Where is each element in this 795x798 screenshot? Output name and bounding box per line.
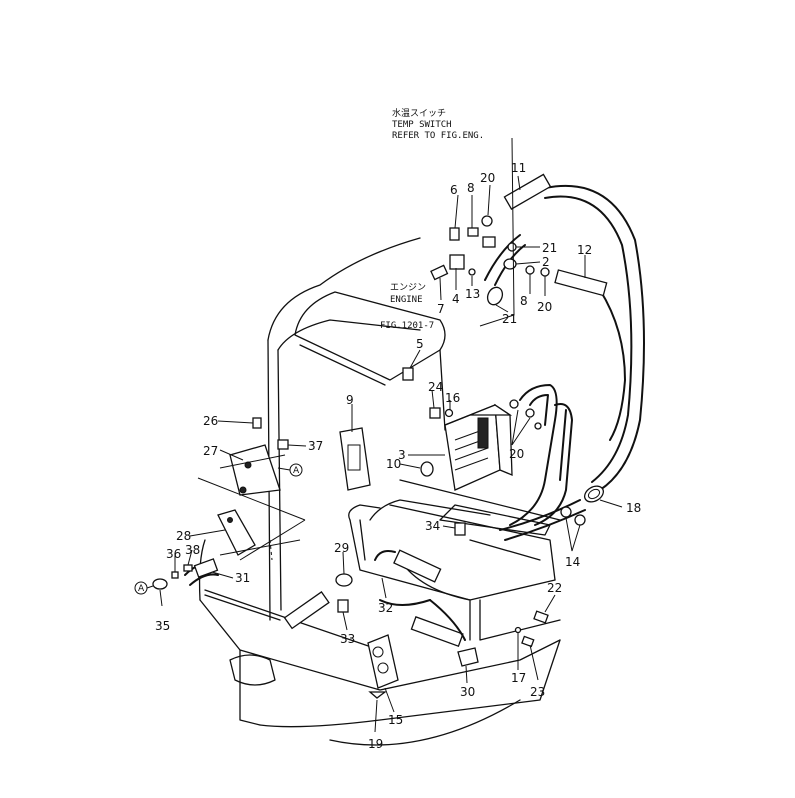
ref-mark-a-right: A xyxy=(289,463,303,477)
part-number: 22 xyxy=(547,581,562,595)
part-number: 3 xyxy=(398,448,406,462)
reference-lines xyxy=(197,454,306,561)
part-number: 34 xyxy=(425,519,440,533)
part-number: 24 xyxy=(428,380,443,394)
hose-12 xyxy=(554,269,608,297)
part-number: 28 xyxy=(176,529,191,543)
part-number: 35 xyxy=(155,619,170,633)
part-number: 21 xyxy=(542,241,557,255)
part-number: 2 xyxy=(542,255,550,269)
part-number: 19 xyxy=(368,737,383,751)
part-number: 17 xyxy=(511,671,526,685)
part-number: 11 xyxy=(511,161,526,175)
engine-en-note: ENGINE xyxy=(390,295,423,305)
heater-unit-3 xyxy=(444,403,513,491)
part-number: 37 xyxy=(308,439,323,453)
fig-ref-note: FIG.1201-7 xyxy=(380,321,434,331)
part-number: 9 xyxy=(346,393,354,407)
ref-mark-a-left: A xyxy=(134,581,148,595)
part-number: 4 xyxy=(452,292,460,306)
part-number: 20 xyxy=(537,300,552,314)
part-number: 30 xyxy=(460,685,475,699)
part-number: 27 xyxy=(203,444,218,458)
temp-switch-jp-note: 水温スイッチ xyxy=(392,107,446,119)
part-number: 20 xyxy=(509,447,524,461)
refer-fig-eng-note: REFER TO FIG.ENG. xyxy=(392,131,484,141)
part-number: 29 xyxy=(334,541,349,555)
part-number: 33 xyxy=(340,632,355,646)
hose-left xyxy=(283,591,330,630)
part-number: 10 xyxy=(386,457,401,471)
heater-hoses xyxy=(184,173,645,648)
hose-clamp-18 xyxy=(584,485,604,503)
ref-mark-label: A xyxy=(138,584,145,594)
grille-15 xyxy=(367,634,399,689)
leader-lines xyxy=(159,137,623,733)
part-number: 36 xyxy=(166,547,181,561)
ref-mark-label: A xyxy=(293,466,300,476)
part-number: 5 xyxy=(416,337,424,351)
part-number: 12 xyxy=(577,243,592,257)
hose-11 xyxy=(503,173,552,210)
hose-32 xyxy=(393,549,442,583)
part-number: 32 xyxy=(378,601,393,615)
small-fittings xyxy=(152,215,586,699)
annotation-notes: 水温スイッチ TEMP SWITCH REFER TO FIG.ENG. エンジ… xyxy=(380,107,484,331)
temp-switch-en-note: TEMP SWITCH xyxy=(392,120,452,130)
part-number: 13 xyxy=(465,287,480,301)
part-number: 31 xyxy=(235,571,250,585)
bracket-27-28 xyxy=(217,444,281,556)
hose-15 xyxy=(410,616,464,648)
part-number: 21 xyxy=(502,312,517,326)
part-number: 26 xyxy=(203,414,218,428)
part-number: 20 xyxy=(480,171,495,185)
part-number: 7 xyxy=(437,302,445,316)
part-number: 8 xyxy=(467,181,475,195)
plate-9 xyxy=(339,427,371,491)
part-number: 15 xyxy=(388,713,403,727)
part-number: 16 xyxy=(445,391,460,405)
engine-jp-note: エンジン xyxy=(390,283,426,293)
part-number: 38 xyxy=(185,543,200,557)
part-number: 23 xyxy=(530,685,545,699)
part-number: 18 xyxy=(626,501,641,515)
part-number: 6 xyxy=(450,183,458,197)
part-number: 8 xyxy=(520,294,528,308)
part-number-labels: 6 8 20 11 12 21 2 4 7 13 21 8 20 5 24 16… xyxy=(155,161,641,751)
part-number: 14 xyxy=(565,555,580,569)
